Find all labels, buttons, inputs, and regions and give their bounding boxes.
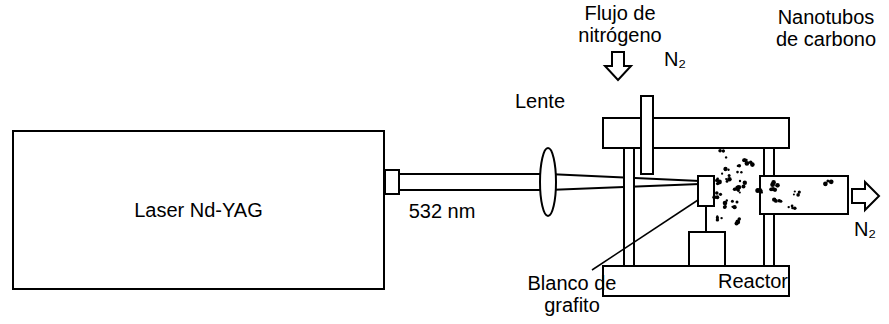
target-base [689,232,725,266]
particle [721,173,723,175]
particle [715,191,719,195]
particle [727,169,729,171]
particle [739,191,741,193]
gas-label: N₂ [845,218,885,240]
lens-label: Lente [505,90,575,112]
nanotube-particles [712,149,833,226]
particle [716,182,719,185]
particle [771,187,775,191]
particle [716,215,718,217]
target-label: Blanco de grafito [512,272,632,316]
particle [723,205,727,209]
particle [728,174,731,177]
flow-arrow [605,52,631,80]
particle [829,179,834,184]
particle [739,180,741,182]
particle [716,216,719,219]
particle [725,178,727,180]
gas-flow-label: Flujo de nitrógeno [555,2,685,46]
particle [736,171,739,174]
beam-line [399,173,548,175]
particle [772,197,776,201]
particle [743,181,747,185]
particle [737,165,739,167]
particle [727,177,732,182]
laser-nozzle [385,170,399,194]
particle [742,184,746,188]
particle [798,191,801,194]
particle [772,182,775,185]
particle [718,149,722,153]
particle [723,167,727,171]
gas-label: N₂ [655,48,695,70]
particle [737,185,742,190]
particle [794,190,796,192]
particle [793,193,795,195]
particle [731,206,733,208]
graphite-target [698,176,714,206]
reactor-label: Reactor [708,270,798,292]
laser-box: Laser Nd-YAG [12,130,385,290]
particle [791,207,794,210]
particle [738,218,740,220]
particle [731,200,734,203]
particle [740,171,742,173]
wavelength-label: 532 nm [402,200,482,222]
particle [722,150,725,153]
particle [775,183,780,188]
particle [823,182,828,187]
lens [540,148,556,216]
particle [716,178,719,181]
particle [755,188,760,193]
particle [735,222,739,226]
flow-arrow [852,182,879,210]
particle [725,156,727,158]
outlet-tube [760,176,848,214]
particle [742,158,746,162]
particle [726,199,728,201]
particle [777,199,781,203]
particle [722,150,725,153]
reactor-top-plate [603,118,789,148]
particle [719,193,722,196]
particle [736,200,739,203]
particle [720,217,722,219]
particle [788,206,790,208]
particle [748,162,750,164]
particle [724,205,727,208]
product-label: Nanotubos de carbono [768,6,884,50]
target-post [705,206,707,232]
node-text: Laser Nd-YAG [134,199,263,221]
gas-inlet-pipe [641,96,653,174]
particle [771,180,776,185]
particle [738,164,742,168]
beam-line [399,189,548,191]
particle [761,192,763,194]
leader-line [592,200,698,270]
particle [715,195,719,199]
